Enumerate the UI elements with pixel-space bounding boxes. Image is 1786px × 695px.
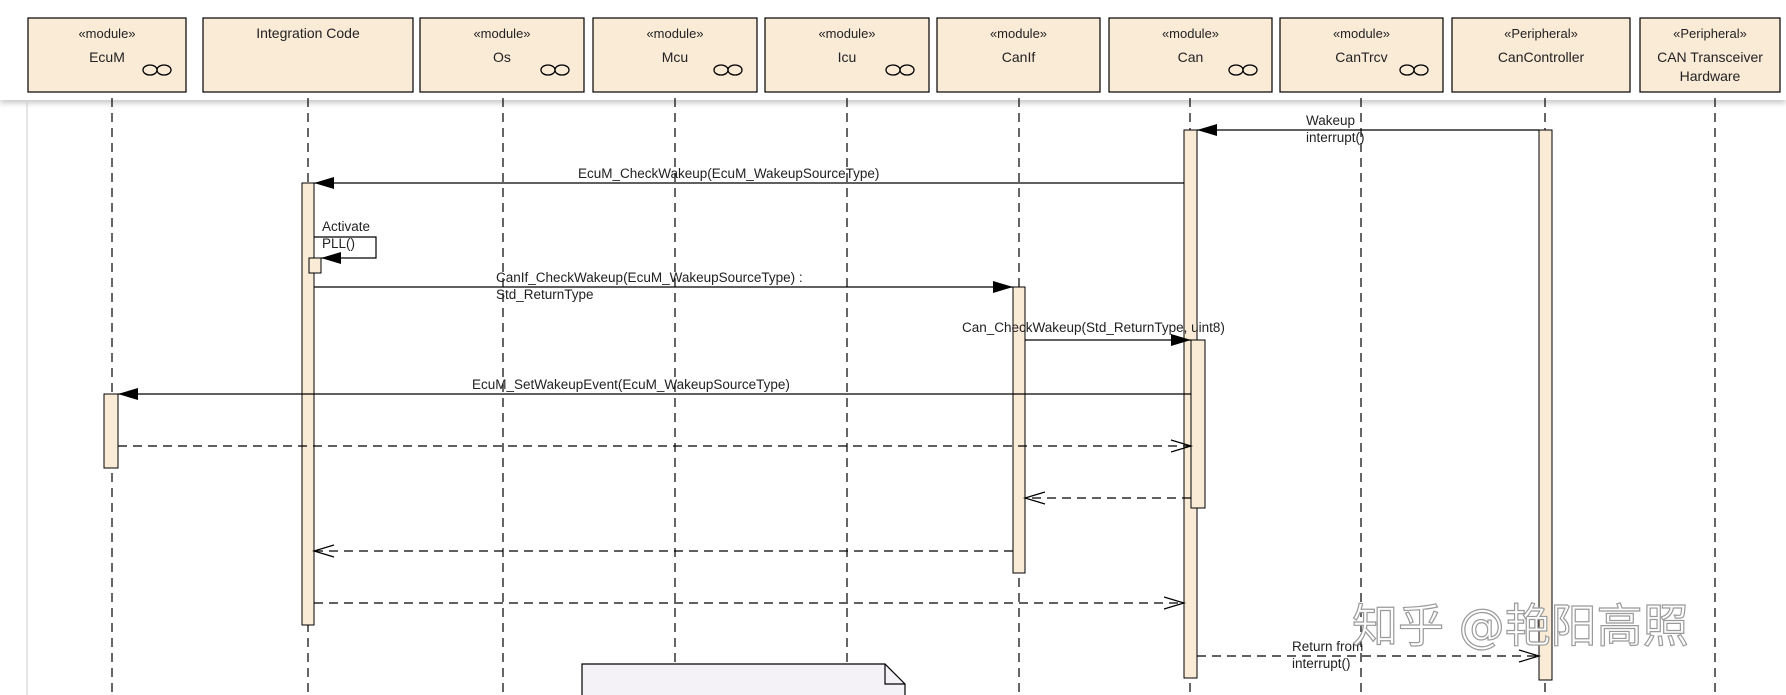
lifeline-name: Can: [1178, 49, 1204, 65]
lifeline-name: Icu: [838, 49, 857, 65]
watermark-text: 知乎 @艳阳高照: [1352, 599, 1689, 653]
msg-ecum-setwakeupevent-arrowhead: [118, 388, 138, 400]
msg-ecum-setwakeupevent-label: EcuM_SetWakeupEvent(EcuM_WakeupSourceTyp…: [472, 377, 790, 392]
msg-can-checkwakeup-label: Can_CheckWakeup(Std_ReturnType, uint8): [962, 320, 1225, 335]
note: [581, 663, 906, 695]
lifeline-box: [27, 17, 187, 93]
msg-canif-checkwakeup-label-line-2: Std_ReturnType: [496, 287, 594, 302]
lifeline-stereotype: «Peripheral»: [1504, 26, 1578, 41]
activation-integration-code-pll: [308, 257, 322, 274]
lifeline-stereotype: «module»: [1162, 26, 1219, 41]
msg-return-from-interrupt-label-line-1: Return from: [1292, 639, 1363, 654]
msg-return-from-interrupt-label-line-2: interrupt(): [1292, 656, 1351, 671]
component-link-icon: [713, 64, 743, 76]
lifeline-head-ecum: «module» EcuM: [27, 17, 187, 93]
msg-activate-pll-label-line-2: PLL(): [322, 236, 355, 251]
lifeline-name: EcuM: [89, 49, 125, 65]
lifeline-name: Os: [493, 49, 511, 65]
component-link-icon: [540, 64, 570, 76]
lifeline-stereotype: «Peripheral»: [1673, 26, 1747, 41]
lifeline-name-line: CanIf: [1002, 49, 1036, 65]
msg-activate-pll-arrowhead: [321, 252, 341, 264]
activation-cancontroller: [1538, 129, 1553, 681]
lifeline-stereotype: «module»: [646, 26, 703, 41]
lifeline-name: CanIf: [1002, 49, 1036, 65]
lifeline-name-line: Can: [1178, 49, 1204, 65]
msg-return-can-to-canif-arrowhead: [1022, 491, 1046, 505]
lifeline-box: [1108, 17, 1273, 93]
lifeline-head-cantrcv: «module» CanTrcv: [1279, 17, 1444, 93]
lifeline-head-mcu: «module» Mcu: [592, 17, 758, 93]
msg-wakeup-interrupt-label-line-2: interrupt(): [1306, 130, 1365, 145]
lifeline-stereotype: «module»: [78, 26, 135, 41]
lifeline-box: [419, 17, 585, 93]
msg-activate-pll-label-line-1: Activate: [322, 219, 370, 234]
msg-return-canif-to-integration-arrowhead: [311, 544, 335, 558]
lifeline-stereotype: «module»: [990, 26, 1047, 41]
lifeline-name-line: Mcu: [662, 49, 688, 65]
msg-canif-checkwakeup-label: CanIf_CheckWakeup(EcuM_WakeupSourceType)…: [496, 270, 803, 302]
lifeline-name-line: EcuM: [89, 49, 125, 65]
component-link-icon: [1399, 64, 1429, 76]
lifeline-name-line: CanTrcv: [1335, 49, 1387, 65]
msg-ecum-checkwakeup-arrowhead: [314, 177, 334, 189]
msg-wakeup-interrupt-label: Wakeup interrupt(): [1306, 113, 1365, 145]
lifeline-stereotype: «module»: [1333, 26, 1390, 41]
lifeline-name: Integration Code: [256, 25, 360, 41]
msg-return-ecum-to-can-arrowhead: [1170, 439, 1194, 453]
lifeline-name: CanTrcv: [1335, 49, 1387, 65]
lifeline-name: Mcu: [662, 49, 688, 65]
activation-integration-code: [301, 182, 315, 626]
lifeline-head-can: «module» Can: [1108, 17, 1273, 93]
msg-return-integration-to-can-arrowhead: [1163, 596, 1187, 610]
lifeline-head-os: «module» Os: [419, 17, 585, 93]
msg-ecum-checkwakeup-label-line-1: EcuM_CheckWakeup(EcuM_WakeupSourceType): [578, 166, 879, 181]
msg-ecum-setwakeupevent-label-line-1: EcuM_SetWakeupEvent(EcuM_WakeupSourceTyp…: [472, 377, 790, 392]
lifeline-head-icu: «module» Icu: [764, 17, 930, 93]
lifeline-head-integration-code: Integration Code: [202, 17, 414, 93]
lifeline-head-canif: «module» CanIf: [936, 17, 1101, 93]
lifeline-name-line: Hardware: [1680, 68, 1741, 84]
msg-canif-checkwakeup-arrowhead: [993, 281, 1013, 293]
lifeline-stereotype: «module»: [818, 26, 875, 41]
component-link-icon: [1228, 64, 1258, 76]
component-link-icon: [142, 64, 172, 76]
lifeline-box: [592, 17, 758, 93]
lifeline-name-line: CanController: [1498, 49, 1585, 65]
lifeline-box: [936, 17, 1101, 93]
msg-return-from-interrupt-arrowhead: [1518, 649, 1542, 663]
lifeline-name-line: Os: [493, 49, 511, 65]
lifeline-box: [1451, 17, 1631, 93]
lifeline-box: [764, 17, 930, 93]
activation-can-nested: [1190, 339, 1206, 509]
lifeline-name-line: CAN Transceiver: [1657, 49, 1763, 65]
msg-can-checkwakeup-label-line-1: Can_CheckWakeup(Std_ReturnType, uint8): [962, 320, 1225, 335]
activation-canif: [1012, 286, 1026, 574]
lifeline-box: [202, 17, 414, 93]
msg-canif-checkwakeup-label-line-1: CanIf_CheckWakeup(EcuM_WakeupSourceType)…: [496, 270, 803, 285]
lifeline-name-line: Icu: [838, 49, 857, 65]
lifeline-box: [1639, 17, 1781, 93]
msg-activate-pll-line: [314, 236, 377, 259]
activation-ecum: [103, 393, 119, 469]
msg-wakeup-interrupt-arrowhead: [1197, 124, 1217, 136]
lifeline-name: CanController: [1498, 49, 1585, 65]
lifeline-stereotype: «module»: [473, 26, 530, 41]
lifeline-name-line: Integration Code: [256, 25, 360, 41]
lifeline-head-cancontroller: «Peripheral» CanController: [1451, 17, 1631, 93]
lifeline-box: [1279, 17, 1444, 93]
msg-return-from-interrupt-label: Return from interrupt(): [1292, 639, 1363, 671]
msg-can-checkwakeup-arrowhead: [1171, 334, 1191, 346]
msg-wakeup-interrupt-label-line-1: Wakeup: [1306, 113, 1355, 128]
msg-ecum-checkwakeup-label: EcuM_CheckWakeup(EcuM_WakeupSourceType): [578, 166, 879, 181]
component-link-icon: [885, 64, 915, 76]
